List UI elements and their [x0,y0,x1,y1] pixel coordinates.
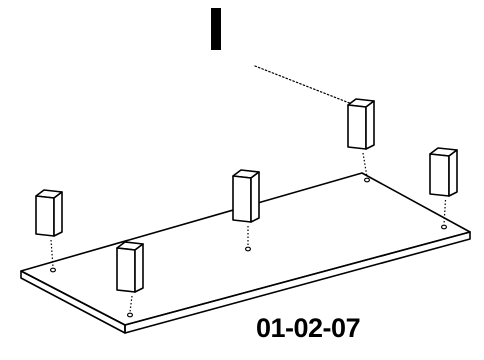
block-2 [347,98,375,183]
panel-front-edge [20,270,126,334]
part-code-label: 01-02-07 [256,313,361,343]
guide-line [50,239,54,268]
guide-line [362,152,368,178]
pilot-hole [441,224,448,230]
guide-line [443,199,447,225]
pilot-hole [364,177,371,183]
block-1 [35,189,63,273]
block-front-face [347,104,367,150]
block-side-face [250,171,260,223]
block-4 [429,147,458,230]
block-front-face [35,195,55,237]
leader-line [254,65,353,105]
pilot-hole [245,246,252,252]
guide-line [129,295,133,313]
block-side-face [365,100,375,150]
block-side-face [53,191,63,237]
block-3 [232,169,260,252]
block-front-face [116,247,136,293]
block-front-face [232,175,252,223]
block-side-face [134,243,144,293]
pilot-hole [126,312,133,318]
blocks-layer [35,98,458,318]
block-5 [116,241,144,318]
step-indicator-bar [211,8,221,50]
block-front-face [429,153,450,197]
pilot-hole [49,267,56,273]
block-side-face [448,149,458,197]
panel-side-edge [124,231,471,334]
